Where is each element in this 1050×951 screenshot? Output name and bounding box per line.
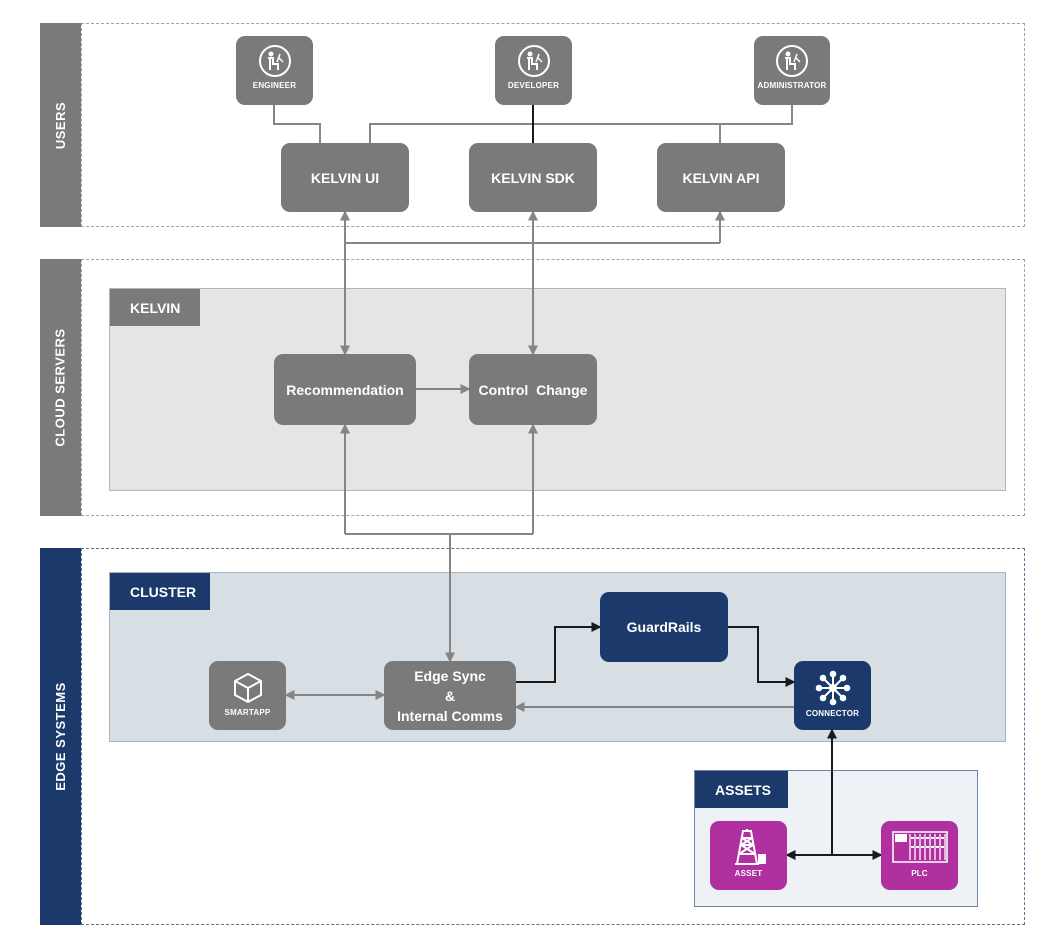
hub-star-icon [815, 670, 850, 706]
lane-users-bar: USERS [40, 23, 81, 227]
arrow-edgesync-guardrails [516, 622, 602, 683]
smartapp-label: SMARTAPP [224, 708, 271, 717]
kelvin-panel-tag: KELVIN [110, 289, 200, 326]
plc-rack-icon [891, 831, 948, 863]
lane-edge-bar: EDGE SYSTEMS [40, 548, 81, 925]
assets-panel-tag: ASSETS [695, 771, 788, 808]
asset-node[interactable]: ASSET [710, 821, 787, 890]
user-engineer[interactable]: ENGINEER [236, 36, 313, 105]
plc-node[interactable]: PLC [881, 821, 958, 890]
control-change-node[interactable]: Control Change [469, 354, 597, 425]
lane-users-box [81, 23, 1025, 227]
cluster-panel-tag: CLUSTER [110, 573, 210, 610]
edge-sync-line-2: & [444, 687, 456, 704]
edge-sync-line-1: Edge Sync [414, 667, 486, 684]
user-at-desk-icon [776, 45, 808, 77]
wire-users-bus [369, 123, 720, 143]
lane-edge-box [81, 548, 1025, 925]
user-developer[interactable]: DEVELOPER [495, 36, 572, 105]
oil-rig-icon [734, 829, 766, 865]
wire-engineer-ui [273, 105, 321, 143]
cube-icon [233, 673, 262, 703]
user-engineer-label: ENGINEER [252, 81, 297, 90]
recommendation-node[interactable]: Recommendation [274, 354, 416, 425]
smartapp-node[interactable]: SMARTAPP [209, 661, 286, 730]
edge-sync-line-3: Internal Comms [397, 707, 503, 724]
connector-label: CONNECTOR [805, 709, 860, 718]
arrow-guardrails-connector [728, 626, 796, 687]
user-administrator-label: ADMINISTRATOR [757, 81, 827, 90]
connector-node[interactable]: CONNECTOR [794, 661, 871, 730]
user-at-desk-icon [517, 45, 550, 77]
kelvin-ui-node[interactable]: KELVIN UI [281, 143, 409, 212]
lane-cloud-box [81, 259, 1025, 516]
edge-sync-node[interactable]: Edge Sync & Internal Comms [384, 661, 516, 730]
lane-cloud-bar: CLOUD SERVERS [40, 259, 81, 516]
user-at-desk-icon [258, 45, 291, 77]
wire-admin-api [719, 105, 793, 143]
user-developer-label: DEVELOPER [507, 81, 560, 90]
asset-label: ASSET [734, 869, 763, 878]
kelvin-sdk-node[interactable]: KELVIN SDK [469, 143, 597, 212]
user-administrator[interactable]: ADMINISTRATOR [754, 36, 830, 105]
plc-label: PLC [911, 869, 928, 878]
guardrails-node[interactable]: GuardRails [600, 592, 728, 662]
kelvin-api-node[interactable]: KELVIN API [657, 143, 785, 212]
